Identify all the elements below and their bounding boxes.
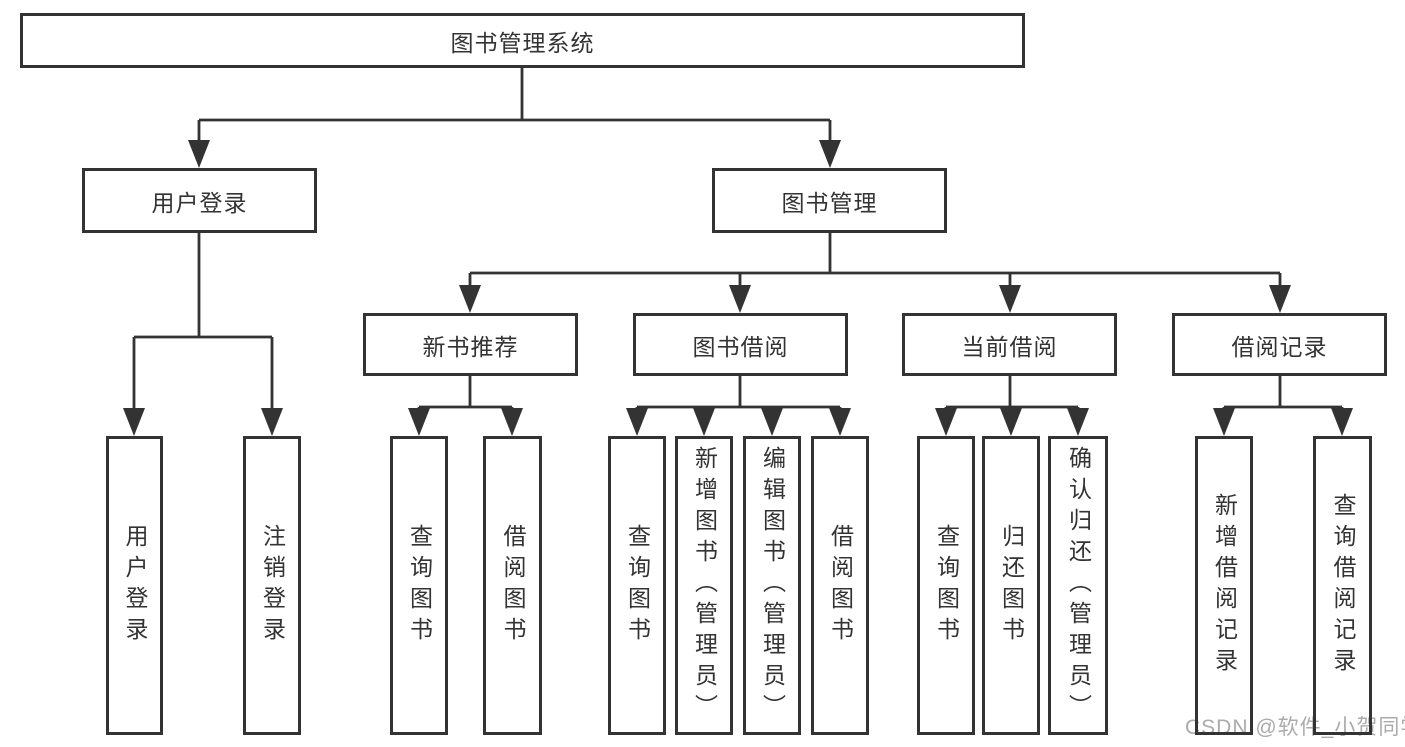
node-query-books-current: 查询图书 [917, 436, 975, 735]
node-add-borrow-record: 新增借阅记录 [1195, 436, 1253, 735]
node-add-books-admin: 新增图书（管理员） [675, 436, 733, 735]
node-query-borrow-record: 查询借阅记录 [1313, 436, 1372, 735]
node-borrow-books-leaf: 借阅图书 [811, 436, 869, 735]
node-query-books-recommend: 查询图书 [390, 436, 448, 735]
node-label: 借阅图书 [500, 523, 526, 648]
node-edit-books-admin: 编辑图书（管理员） [743, 436, 801, 735]
node-label: 图书管理系统 [450, 29, 595, 56]
node-label: 注销登录 [259, 523, 286, 648]
node-label: 查询借阅记录 [1330, 492, 1356, 679]
node-label: 确认归还（管理员） [1065, 446, 1092, 725]
node-new-book-recommend: 新书推荐 [363, 313, 578, 376]
arrowheads [123, 140, 1353, 436]
node-label: 用户登录 [122, 523, 148, 648]
watermark: CSDN @软件_小贺同学 [1185, 716, 1405, 739]
node-label: 图书借阅 [692, 333, 789, 360]
node-label: 当前借阅 [961, 333, 1058, 360]
node-label: 借阅图书 [827, 523, 854, 648]
node-label: 图书管理 [781, 189, 878, 216]
node-current-borrow: 当前借阅 [902, 313, 1117, 376]
node-label: 新增借阅记录 [1211, 492, 1238, 679]
node-confirm-return-admin: 确认归还（管理员） [1048, 436, 1108, 735]
node-label: 用户登录 [151, 189, 248, 216]
node-label: 查询图书 [624, 523, 651, 648]
node-label: 查询图书 [933, 523, 960, 648]
node-book-management: 图书管理 [712, 168, 947, 233]
node-query-books-borrow: 查询图书 [608, 436, 666, 735]
node-label: 查询图书 [406, 523, 433, 648]
node-return-books: 归还图书 [982, 436, 1040, 735]
node-label: 借阅记录 [1231, 333, 1328, 360]
node-library-management-system: 图书管理系统 [20, 13, 1025, 68]
node-borrow-records: 借阅记录 [1172, 313, 1387, 376]
node-label: 新增图书（管理员） [691, 446, 718, 725]
node-logout-leaf: 注销登录 [243, 436, 301, 735]
node-login-leaf: 用户登录 [106, 436, 163, 735]
node-book-borrow: 图书借阅 [633, 313, 848, 376]
node-user-login: 用户登录 [82, 168, 317, 233]
node-label: 归还图书 [998, 523, 1025, 648]
node-label: 新书推荐 [422, 333, 519, 360]
node-borrow-books-recommend: 借阅图书 [483, 436, 542, 735]
node-label: 编辑图书（管理员） [759, 446, 786, 725]
